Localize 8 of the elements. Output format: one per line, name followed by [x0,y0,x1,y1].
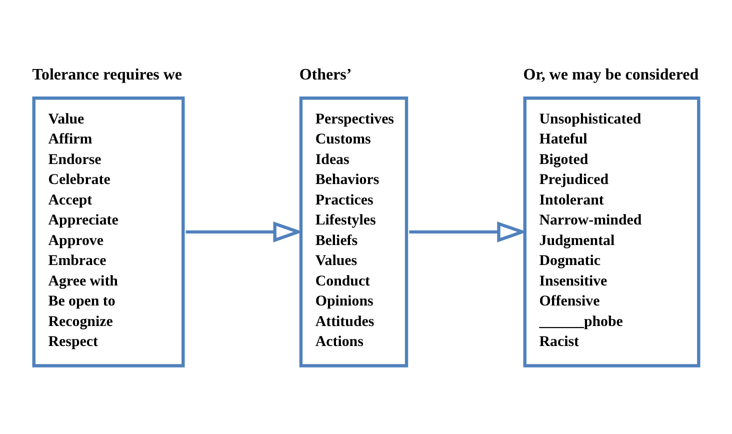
arrow [409,221,528,242]
node-label: Tolerance requires we [32,66,182,84]
node-label: Others’ [299,66,352,84]
node-label: Or, we may be considered [523,66,699,84]
node-box: Perspectives Customs Ideas Behaviors Practices Lifestyles Beliefs Values Conduct Opinions Attitudes Actions [299,96,408,368]
node-box: Unsophisticated Hateful Bigoted Prejudiced Intolerant Narrow-minded Judgmental Dogmatic Insensitive Offensive ______phobe Racist [523,96,700,368]
arrow [186,221,304,242]
node-box: Value Affirm Endorse Celebrate Accept Appreciate Approve Embrace Agree with Be open to Recognize Respect [32,96,185,368]
